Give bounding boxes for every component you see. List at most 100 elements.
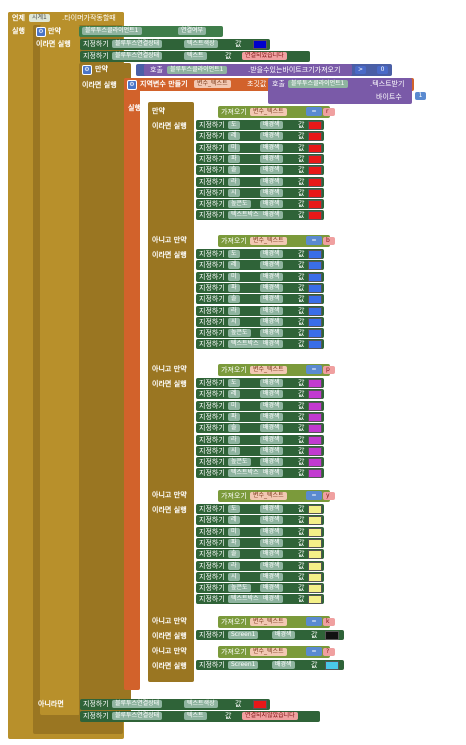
set-row-prop-0-2[interactable]: 배경색	[260, 143, 283, 152]
local-var-call-comp[interactable]: 블루투스클라이언트1	[288, 80, 348, 88]
set-row-prop-1-6[interactable]: 배경색	[260, 317, 283, 326]
set-row-target-1-2[interactable]: 미	[228, 272, 240, 281]
set-row-prop-0-7[interactable]: 배경색	[260, 200, 283, 209]
outer-set-text-value[interactable]: 연결되었습니다	[242, 52, 287, 60]
screen-var-0[interactable]: 변수_텍스트	[250, 618, 287, 626]
set-row-prop-2-5[interactable]: 배경색	[260, 435, 283, 444]
condition-value-2[interactable]: p	[323, 366, 335, 374]
set-row-target-1-4[interactable]: 솔	[228, 295, 240, 304]
set-row-target-1-5[interactable]: 라	[228, 306, 240, 315]
screen-value-1[interactable]: ?	[323, 648, 335, 656]
set-row-prop-2-3[interactable]: 배경색	[260, 412, 283, 421]
local-var-arg-val[interactable]: 1	[415, 92, 426, 100]
set-row-prop-3-5[interactable]: 배경색	[260, 561, 283, 570]
color-swatch-0-0[interactable]	[308, 121, 322, 130]
set-row-target-1-0[interactable]: 도	[228, 250, 240, 258]
set-row-prop-3-1[interactable]: 배경색	[260, 516, 283, 525]
inner-if-gear-icon[interactable]: ⚙	[82, 65, 92, 75]
set-row-target-0-7[interactable]: 높은도	[228, 200, 251, 209]
set-row-target-2-1[interactable]: 레	[228, 390, 240, 399]
condition-value-0[interactable]: r	[323, 108, 335, 116]
color-swatch-0-4[interactable]	[308, 166, 322, 176]
screen-eq-0[interactable]: =	[306, 617, 322, 626]
inner-if-compare-op[interactable]: >	[355, 66, 366, 74]
color-swatch-1-3[interactable]	[308, 283, 322, 293]
set-row-prop-2-8[interactable]: 배경색	[260, 469, 283, 478]
else-set-text-comp[interactable]: 블루투스연결상태	[112, 712, 163, 720]
set-row-target-2-0[interactable]: 도	[228, 379, 240, 387]
set-row-target-3-7[interactable]: 높은도	[228, 584, 251, 593]
condition-value-1[interactable]: b	[323, 237, 335, 245]
set-row-prop-2-7[interactable]: 배경색	[260, 458, 283, 467]
set-row-target-0-4[interactable]: 솔	[228, 166, 240, 175]
set-row-prop-2-1[interactable]: 배경색	[260, 390, 283, 399]
set-row-prop-1-4[interactable]: 배경색	[260, 295, 283, 304]
color-swatch-1-5[interactable]	[308, 306, 322, 316]
set-row-target-3-8[interactable]: 텍스트박스	[228, 595, 262, 604]
set-row-target-2-4[interactable]: 솔	[228, 424, 240, 433]
screen-set-prop-1[interactable]: 배경색	[272, 661, 295, 669]
set-row-target-0-3[interactable]: 파	[228, 154, 240, 163]
set-row-prop-3-3[interactable]: 배경색	[260, 538, 283, 547]
set-row-target-0-6[interactable]: 시	[228, 188, 240, 197]
color-swatch-1-1[interactable]	[308, 261, 322, 271]
set-row-target-2-6[interactable]: 시	[228, 446, 240, 455]
set-row-prop-1-3[interactable]: 배경색	[260, 283, 283, 292]
set-row-prop-0-3[interactable]: 배경색	[260, 154, 283, 163]
color-swatch-2-4[interactable]	[308, 424, 322, 434]
set-row-target-0-5[interactable]: 라	[228, 177, 240, 186]
set-row-prop-0-5[interactable]: 배경색	[260, 177, 283, 186]
color-swatch-0-7[interactable]	[308, 200, 322, 210]
inner-if-call-comp[interactable]: 블루투스클라이언트1	[167, 66, 227, 74]
color-swatch-1-7[interactable]	[308, 329, 322, 339]
color-swatch-1-2[interactable]	[308, 272, 322, 282]
set-row-target-3-4[interactable]: 솔	[228, 550, 240, 559]
condition-eq-0[interactable]: =	[306, 107, 322, 116]
outer-set-text-color[interactable]	[80, 39, 270, 50]
set-row-target-2-7[interactable]: 높은도	[228, 458, 251, 467]
color-swatch-1-6[interactable]	[308, 317, 322, 327]
else-set-text-color-swatch[interactable]	[253, 700, 267, 709]
color-swatch-3-0[interactable]	[308, 505, 322, 514]
inner-if-block[interactable]	[79, 63, 131, 718]
color-swatch-2-8[interactable]	[308, 469, 322, 479]
set-row-prop-3-4[interactable]: 배경색	[260, 550, 283, 559]
color-swatch-0-8[interactable]	[308, 211, 322, 221]
set-row-target-0-8[interactable]: 텍스트박스	[228, 211, 262, 220]
color-swatch-1-4[interactable]	[308, 295, 322, 305]
set-row-prop-2-0[interactable]: 배경색	[260, 379, 283, 387]
color-swatch-3-3[interactable]	[308, 538, 322, 548]
condition-var-2[interactable]: 변수_텍스트	[250, 366, 287, 374]
screen-set-target-1[interactable]: Screen1	[228, 661, 259, 669]
color-swatch-3-8[interactable]	[308, 595, 322, 605]
set-row-target-3-1[interactable]: 레	[228, 516, 240, 525]
set-row-target-1-8[interactable]: 텍스트박스	[228, 340, 262, 349]
set-row-prop-1-0[interactable]: 배경색	[260, 250, 283, 258]
set-row-prop-3-6[interactable]: 배경색	[260, 572, 283, 581]
color-swatch-0-1[interactable]	[308, 132, 322, 142]
set-row-prop-2-4[interactable]: 배경색	[260, 424, 283, 433]
screen-color-swatch-1[interactable]	[325, 661, 339, 670]
local-var-name[interactable]: 변수_텍스트	[194, 80, 231, 88]
set-row-target-3-0[interactable]: 도	[228, 505, 240, 513]
screen-color-swatch-0[interactable]	[325, 631, 339, 640]
else-set-text-value[interactable]: 연결되지않았습니다	[242, 712, 298, 720]
color-swatch-3-6[interactable]	[308, 572, 322, 582]
set-row-prop-1-8[interactable]: 배경색	[260, 340, 283, 349]
color-swatch-3-4[interactable]	[308, 550, 322, 560]
inner-if-compare-val[interactable]: 0	[377, 66, 388, 74]
set-row-prop-2-6[interactable]: 배경색	[260, 446, 283, 455]
set-row-target-0-2[interactable]: 미	[228, 143, 240, 152]
chain-if-block[interactable]	[148, 102, 194, 682]
color-swatch-2-0[interactable]	[308, 379, 322, 388]
set-row-prop-3-2[interactable]: 배경색	[260, 527, 283, 536]
set-row-prop-3-0[interactable]: 배경색	[260, 505, 283, 513]
condition-var-3[interactable]: 변수_텍스트	[250, 492, 287, 500]
screen-set-row-1[interactable]	[196, 660, 344, 670]
outer-set-text-comp[interactable]: 블루투스연결상태	[112, 52, 163, 60]
color-swatch-1-8[interactable]	[308, 340, 322, 350]
set-row-target-3-6[interactable]: 시	[228, 572, 240, 581]
outer-set-text-color-swatch[interactable]	[253, 40, 267, 49]
local-var-gear-icon[interactable]: ⚙	[127, 80, 137, 90]
outer-if-condition-component[interactable]: 블루투스클라이언트1	[82, 27, 142, 35]
